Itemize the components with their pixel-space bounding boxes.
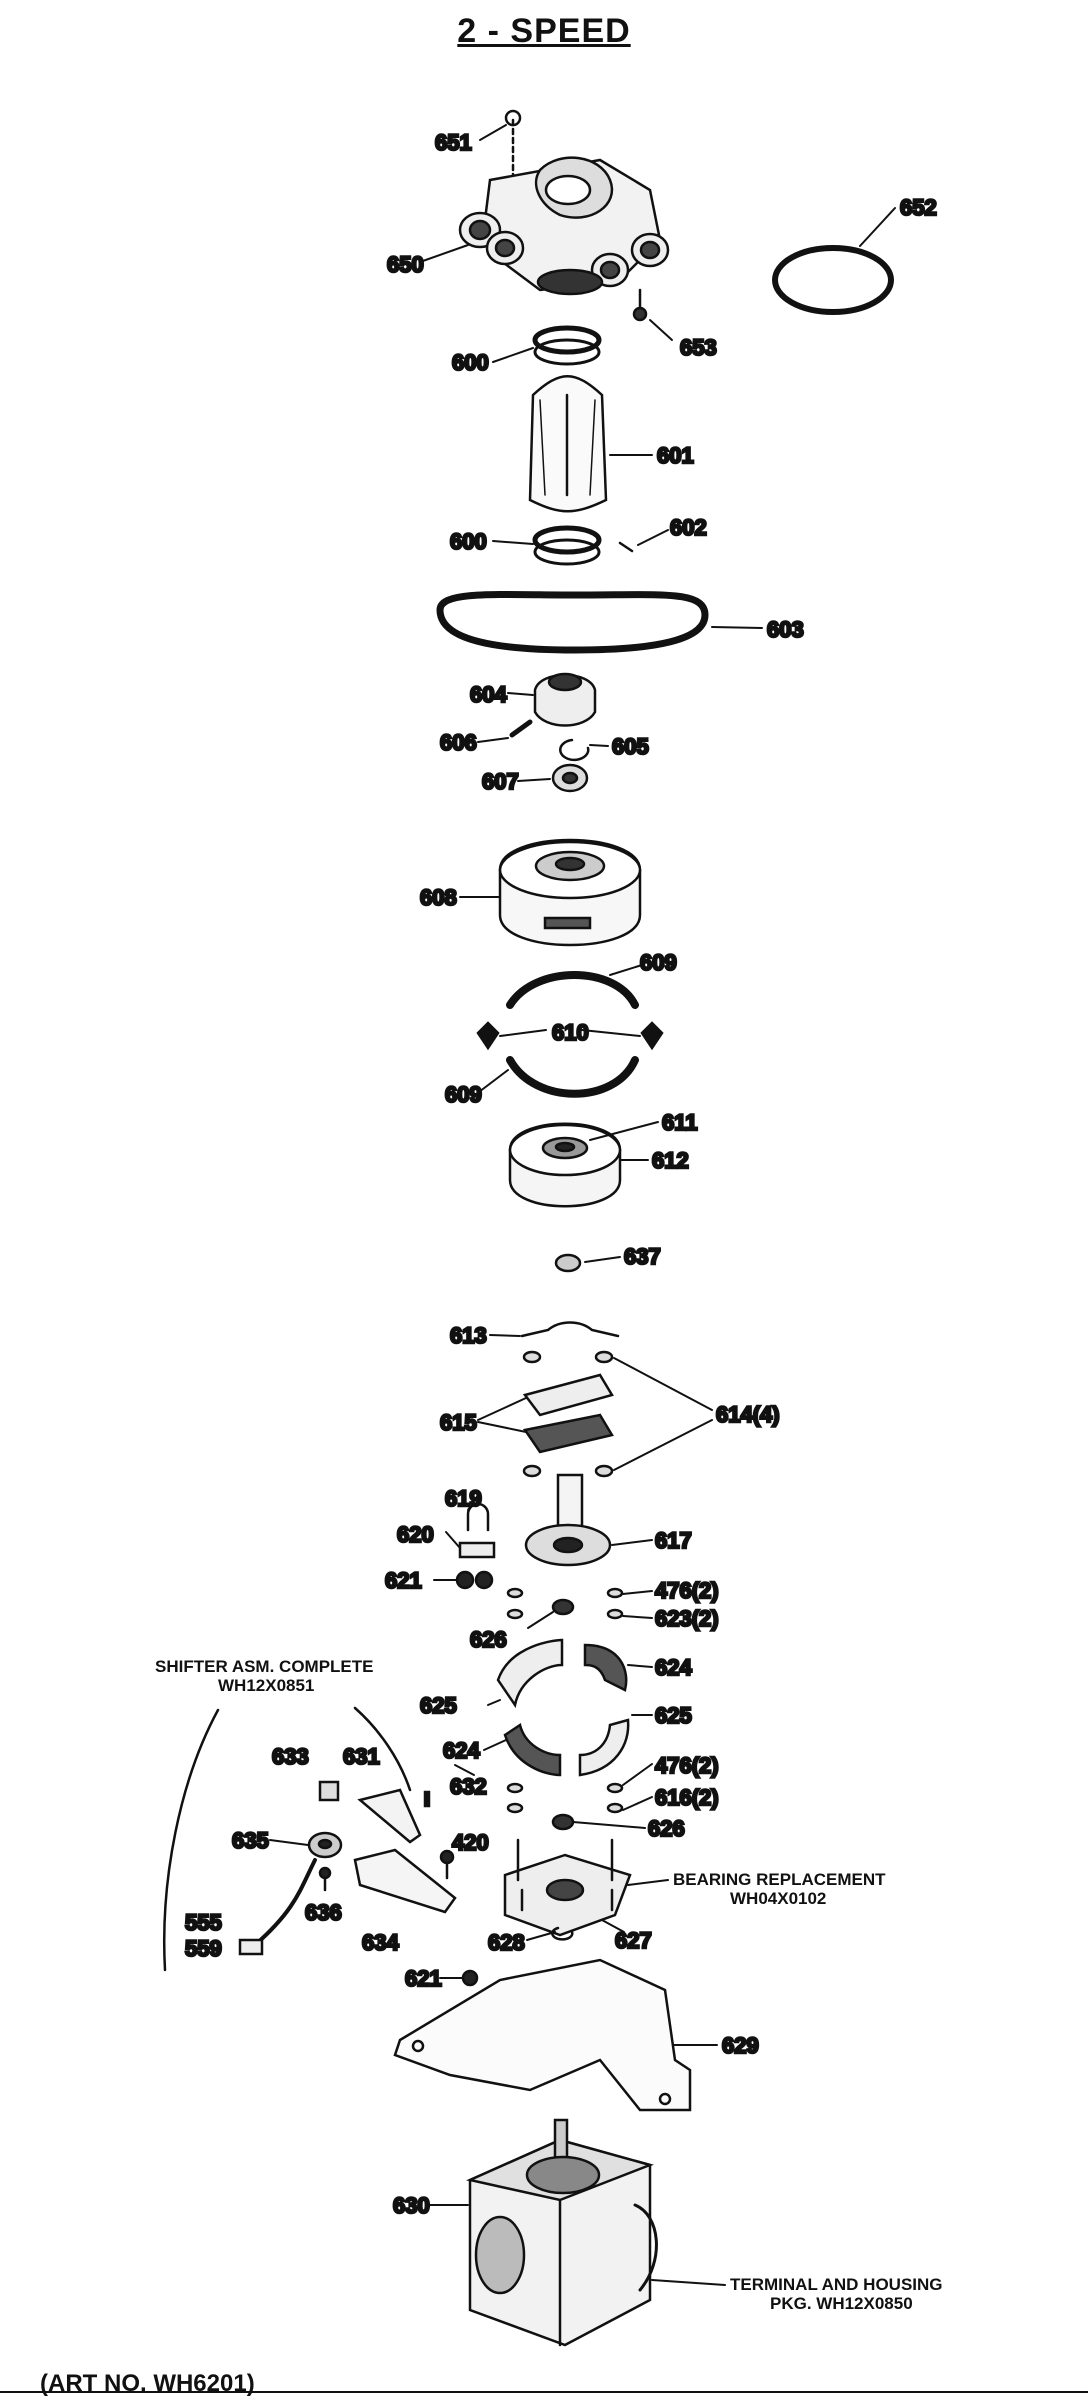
part-label-620: 620 xyxy=(397,1522,434,1547)
part-label-420: 420 xyxy=(452,1830,489,1855)
part-label-607: 607 xyxy=(482,769,519,794)
leader-lines xyxy=(269,124,896,2286)
belt-ring-part xyxy=(772,245,894,315)
hose-and-clamps-part xyxy=(528,325,634,566)
bearing-note-title: BEARING REPLACEMENT xyxy=(673,1870,886,1889)
part-label-612: 612 xyxy=(652,1148,689,1173)
pulley-and-bearing-parts xyxy=(509,672,597,793)
part-label-616: 616(2) xyxy=(655,1785,719,1810)
part-label-652: 652 xyxy=(900,195,937,220)
part-label-609-upper: 609 xyxy=(640,950,677,975)
drive-belt-part xyxy=(436,590,709,654)
art-number: (ART NO. WH6201) xyxy=(40,2370,255,2397)
part-label-637: 637 xyxy=(624,1244,661,1269)
part-label-628: 628 xyxy=(488,1930,525,1955)
part-label-603: 603 xyxy=(767,617,804,642)
diagram-title: 2 - SPEED xyxy=(457,12,631,50)
part-label-608: 608 xyxy=(420,885,457,910)
part-label-619: 619 xyxy=(445,1486,482,1511)
part-label-611: 611 xyxy=(662,1110,698,1135)
shifter-note-part: WH12X0851 xyxy=(218,1676,314,1695)
part-label-632: 632 xyxy=(450,1774,487,1799)
part-label-653: 653 xyxy=(680,335,717,360)
shifter-note-title: SHIFTER ASM. COMPLETE xyxy=(155,1657,374,1676)
part-label-604: 604 xyxy=(470,682,507,707)
part-label-614: 614(4) xyxy=(716,1402,780,1427)
part-label-630: 630 xyxy=(393,2193,430,2218)
shifter-assembly-part xyxy=(163,1706,457,1972)
part-label-629: 629 xyxy=(722,2033,759,2058)
part-label-651: 651 xyxy=(435,130,472,155)
clutch-drum-part xyxy=(498,838,642,947)
part-label-609-lower: 609 xyxy=(445,1082,482,1107)
part-label-627: 627 xyxy=(615,1928,652,1953)
clutch-hub-part xyxy=(508,1122,622,1208)
part-label-626-lower: 626 xyxy=(648,1816,685,1841)
part-label-626-upper: 626 xyxy=(470,1627,507,1652)
part-label-605: 605 xyxy=(612,734,649,759)
terminal-note-title: TERMINAL AND HOUSING xyxy=(730,2275,943,2294)
part-label-625-right: 625 xyxy=(655,1703,692,1728)
part-label-600-upper: 600 xyxy=(452,350,489,375)
part-label-624-upper: 624 xyxy=(655,1655,692,1680)
part-label-624-lower: 624 xyxy=(443,1738,480,1763)
part-label-633: 633 xyxy=(272,1744,309,1769)
part-label-613: 613 xyxy=(450,1323,487,1348)
part-label-610: 610 xyxy=(552,1020,589,1045)
terminal-note-part: PKG. WH12X0850 xyxy=(770,2294,913,2313)
part-label-621-upper: 621 xyxy=(385,1568,422,1593)
brake-shoes-part xyxy=(476,971,664,1098)
part-label-617: 617 xyxy=(655,1528,692,1553)
part-label-476-upper: 476(2) xyxy=(655,1578,719,1603)
part-label-606: 606 xyxy=(440,730,477,755)
part-label-634: 634 xyxy=(362,1930,399,1955)
part-label-636: 636 xyxy=(305,1900,342,1925)
part-label-559: 559 xyxy=(185,1936,222,1961)
transmission-top-parts xyxy=(455,1321,620,1590)
assembly-notes: SHIFTER ASM. COMPLETE WH12X0851 BEARING … xyxy=(155,1657,943,2313)
part-label-601: 601 xyxy=(657,443,694,468)
part-label-600-lower: 600 xyxy=(450,529,487,554)
part-label-615: 615 xyxy=(440,1410,477,1435)
part-label-631: 631 xyxy=(343,1744,380,1769)
part-label-476-lower: 476(2) xyxy=(655,1753,719,1778)
pump-assembly-part xyxy=(458,109,670,322)
part-label-650: 650 xyxy=(387,252,424,277)
part-label-623: 623(2) xyxy=(655,1606,719,1631)
part-label-635: 635 xyxy=(232,1828,269,1853)
motor-mount-plate-part xyxy=(393,1958,692,2112)
part-labels: 651 650 652 653 600 601 600 602 603 604 … xyxy=(184,129,938,2220)
part-label-555: 555 xyxy=(185,1910,222,1935)
part-label-621-lower: 621 xyxy=(405,1966,442,1991)
bearing-note-part: WH04X0102 xyxy=(730,1889,826,1908)
part-label-602: 602 xyxy=(670,515,707,540)
nut-part xyxy=(554,1253,582,1273)
gear-and-pinion-parts xyxy=(496,1587,630,1831)
part-label-625-left: 625 xyxy=(420,1693,457,1718)
bearing-plate-part xyxy=(461,1838,632,1987)
motor-part xyxy=(466,2118,658,2347)
